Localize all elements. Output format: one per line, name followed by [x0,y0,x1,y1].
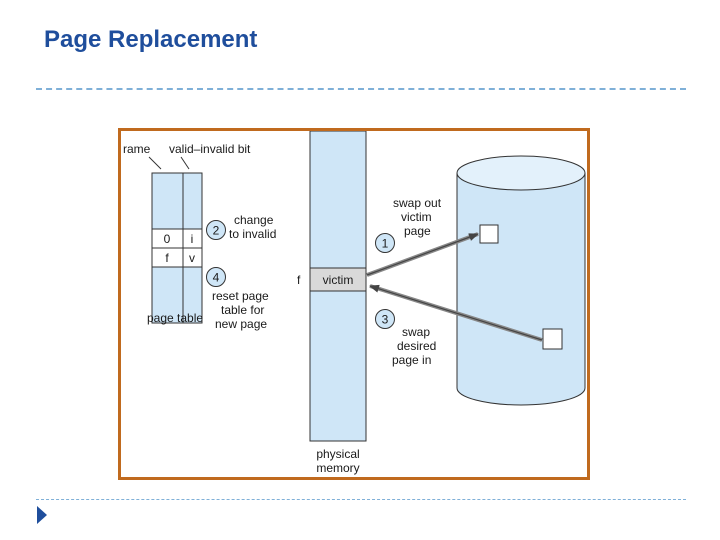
step-4-badge [206,267,226,287]
bit-leader-line [180,156,190,170]
step-1-text-line-1: swap out [393,196,442,210]
step-4-text-line-2: table for [221,303,264,317]
backing-store-disk [456,155,586,406]
step-3-badge [375,309,395,329]
physical-memory-label-line-2: memory [316,461,359,475]
page-table-bit-cell: i [191,232,194,246]
next-slide-arrow-icon [36,505,48,530]
step-1-text-line-2: victim [401,210,432,224]
valid-invalid-bit-label: valid–invalid bit [169,142,251,156]
victim-frame [309,267,367,292]
step-1-badge [375,233,395,253]
frame-f-marker: f [297,273,301,287]
disk-body [456,173,586,406]
step-2-text-line-1: change [234,213,274,227]
victim-label: victim [323,273,354,287]
figure-canvas: rame valid–invalid bit 0 i f v page tabl… [123,131,586,475]
page-table-bit-cell: v [189,251,195,265]
step-1-text-line-3: page [404,224,431,238]
step-1-number: 1 [382,237,389,251]
bottom-divider [36,499,686,500]
page-replacement-figure: rame valid–invalid bit 0 i f v page tabl… [118,128,590,480]
swap-out-arrow [366,233,479,276]
frame-leader-line [148,156,162,170]
step-3-text-line-1: swap [402,325,430,339]
disk-top [456,155,586,191]
slide-title: Page Replacement [44,26,258,53]
physical-memory: victim [309,131,367,442]
step-3-text-line-3: page in [392,353,431,367]
step-2-badge [206,220,226,240]
desired-page [542,328,563,350]
swapped-out-page [479,224,499,244]
step-4-text-line-3: new page [215,317,267,331]
page-table-label: page table [147,311,203,325]
page-table: 0 i f v [151,172,203,324]
step-3-number: 3 [382,313,389,327]
step-3-text-line-2: desired [397,339,436,353]
physical-memory-label-line-1: physical [316,447,359,461]
step-4-number: 4 [213,271,220,285]
frame-label: rame [123,142,151,156]
page-table-frame-cell: f [165,251,169,265]
step-4-text-line-1: reset page [212,289,269,303]
top-divider [36,88,686,90]
step-2-text-line-2: to invalid [229,227,276,241]
step-2-number: 2 [213,224,220,238]
swap-in-arrow [369,284,543,341]
page-table-frame-cell: 0 [164,232,171,246]
